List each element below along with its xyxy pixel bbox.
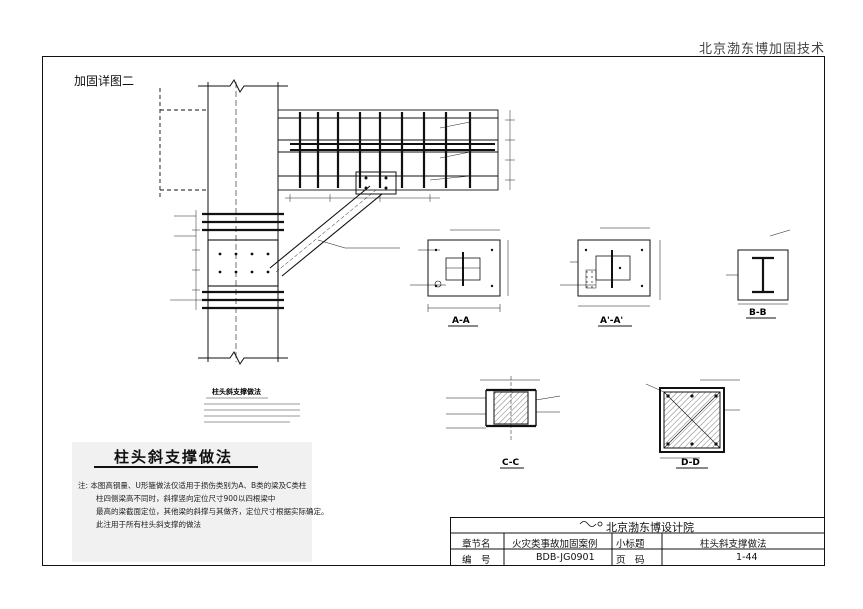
section-label-b-b: B-B: [749, 308, 767, 318]
jacket-anchors: [218, 252, 270, 274]
tb-chapter-value: 火灾类事故加固案例: [512, 539, 598, 550]
company-header: 北京渤东博加固技术: [698, 42, 825, 57]
note-line-2: 柱四侧梁高不同时，斜撑竖向定位尺寸900以四根梁中: [96, 494, 276, 503]
title-block: [450, 517, 825, 566]
institute-logo: [579, 521, 603, 527]
section-d-d: [645, 379, 740, 459]
column-jacket: [202, 212, 284, 310]
column-dims: [170, 210, 208, 310]
section-label-a-a: A-A: [452, 316, 470, 326]
note-line-3: 最高的梁截面定位，其他梁的斜撑与其做齐，定位尺寸根据实际确定。: [96, 507, 329, 516]
beam-dims: [285, 110, 515, 202]
drawing-frame: [42, 56, 825, 566]
tb-subtitle-value: 柱头斜支撑做法: [700, 539, 767, 550]
beam-strips: [290, 143, 495, 151]
tb-page-key: 页 码: [616, 555, 645, 566]
note-panel: [72, 442, 312, 562]
section-label-a-prime: A'-A': [600, 316, 623, 326]
institute-name: 北京渤东博设计院: [606, 521, 694, 534]
detail-small-title: 柱头斜支撑做法: [212, 387, 261, 396]
tb-number-key: 编 号: [462, 555, 491, 566]
title-block-grid: [450, 521, 825, 566]
tb-chapter-key: 章节名: [462, 539, 491, 550]
note-title-underline: [94, 466, 258, 468]
note-title: 柱头斜支撑做法: [114, 448, 234, 466]
section-a-a: [410, 229, 509, 312]
tb-subtitle-key: 小标题: [616, 539, 645, 550]
note-line-4: 此注用于所有柱头斜支撑的做法: [96, 520, 201, 529]
section-c-c: [446, 376, 561, 440]
section-label-c-c: C-C: [502, 458, 520, 468]
section-b-b: [726, 229, 791, 305]
diagonal-brace: [269, 185, 400, 277]
tb-number-value: BDB-JG0901: [536, 552, 595, 563]
section-label-d-d: D-D: [681, 458, 700, 468]
tb-page-value: 1-44: [736, 552, 758, 563]
sheet-label: 加固详图二: [74, 74, 135, 88]
section-a-prime: [560, 227, 661, 307]
note-line-1: 注: 本图高钢量、U形箍做法仅适用于损伤类别为A、B类的梁及C类柱: [78, 481, 307, 490]
beam: [159, 88, 499, 200]
